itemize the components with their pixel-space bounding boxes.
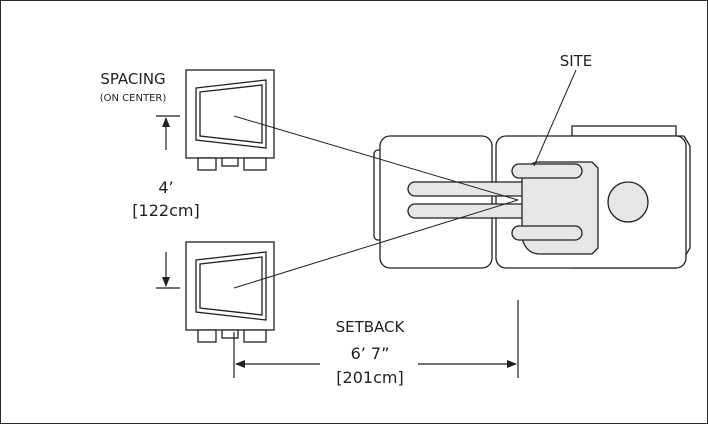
spacing-label: SPACING: [100, 70, 165, 88]
spacing-cm-value: [122cm]: [132, 201, 199, 220]
spacing-dimension: [156, 115, 180, 289]
setback-dimension: [233, 300, 519, 378]
setback-feet-value: 6’ 7”: [351, 344, 390, 363]
monitor-bottom-icon: [185, 241, 275, 343]
spacing-feet-value: 4’: [158, 178, 173, 197]
site-label: SITE: [560, 52, 593, 70]
spacing-sublabel: (ON CENTER): [100, 93, 167, 104]
setback-cm-value: [201cm]: [336, 368, 403, 387]
procedure-table-icon: [373, 125, 691, 269]
monitor-top-icon: [185, 69, 275, 171]
setback-label: SETBACK: [336, 318, 406, 336]
